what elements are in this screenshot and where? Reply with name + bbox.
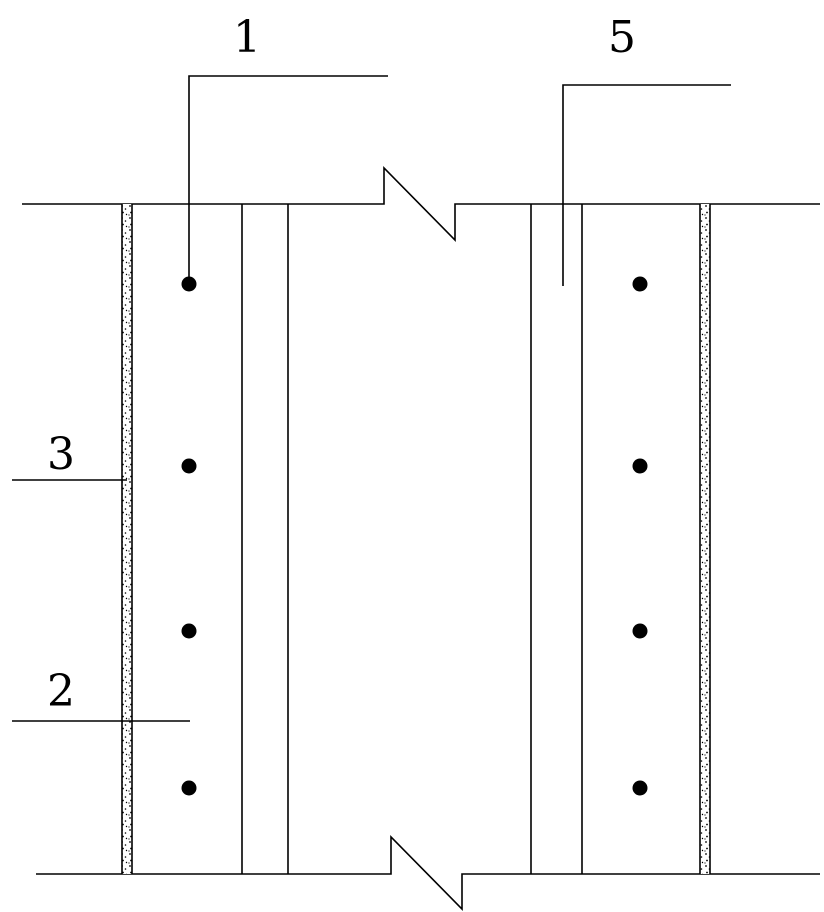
left-dot	[181, 780, 197, 796]
right-vertical-member	[530, 204, 583, 874]
right-dot-column	[632, 276, 648, 796]
right-dot	[632, 623, 648, 639]
left-dot	[181, 458, 197, 474]
left-dot-column	[181, 276, 197, 796]
bottom-break-line	[36, 835, 820, 911]
top-break-line	[22, 166, 820, 242]
right-speckled-layer	[699, 204, 711, 874]
left-speckled-layer	[121, 204, 133, 874]
right-dot	[632, 276, 648, 292]
left-vertical-member	[241, 204, 289, 874]
callout-label-2: 2	[47, 666, 75, 717]
callout-label-5: 5	[608, 12, 636, 63]
callout-label-1: 1	[233, 12, 261, 63]
left-dot	[181, 623, 197, 639]
right-dot	[632, 780, 648, 796]
callout-label-3: 3	[47, 429, 75, 480]
right-dot	[632, 458, 648, 474]
leader-line-5	[562, 84, 731, 286]
leader-line-1	[188, 75, 388, 284]
